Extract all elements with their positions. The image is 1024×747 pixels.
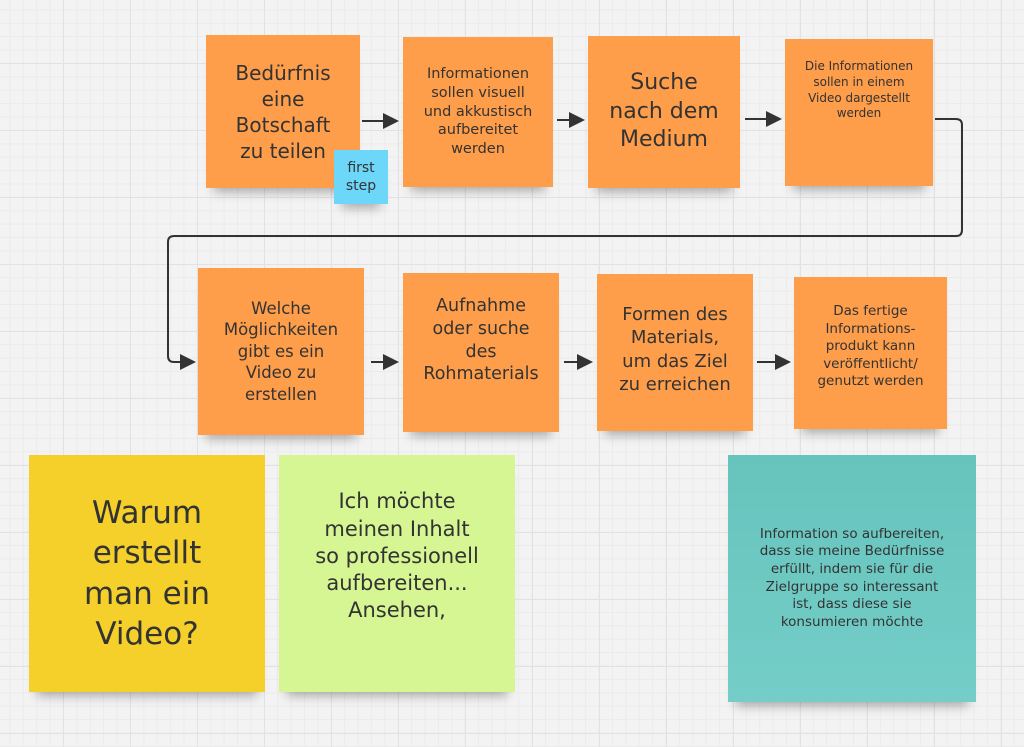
sticky-note-professional-content[interactable]: Ich möchte meinen Inhalt so professionel… xyxy=(279,455,515,692)
arrow-row-wrap xyxy=(167,118,963,370)
sticky-note-video-presentation[interactable]: Die Informationen sollen in einem Video … xyxy=(785,39,933,186)
sticky-note-goal[interactable]: Information so aufbereiten, dass sie mei… xyxy=(728,455,976,702)
sticky-note-first-step[interactable]: first step xyxy=(334,150,388,204)
sticky-note-final-product[interactable]: Das fertige Informations- produkt kann v… xyxy=(794,277,947,429)
sticky-note-shape-material[interactable]: Formen des Materials, um das Ziel zu err… xyxy=(597,274,753,431)
sticky-note-why-video[interactable]: Warum erstellt man ein Video? xyxy=(29,455,265,692)
sticky-note-medium-search[interactable]: Suche nach dem Medium xyxy=(588,36,740,188)
sticky-note-video-options[interactable]: Welche Möglichkeiten gibt es ein Video z… xyxy=(198,268,364,435)
sticky-note-visual-audio[interactable]: Informationen sollen visuell und akkusti… xyxy=(403,37,553,187)
sticky-note-raw-material[interactable]: Aufnahme oder suche des Rohmaterials xyxy=(403,273,559,432)
